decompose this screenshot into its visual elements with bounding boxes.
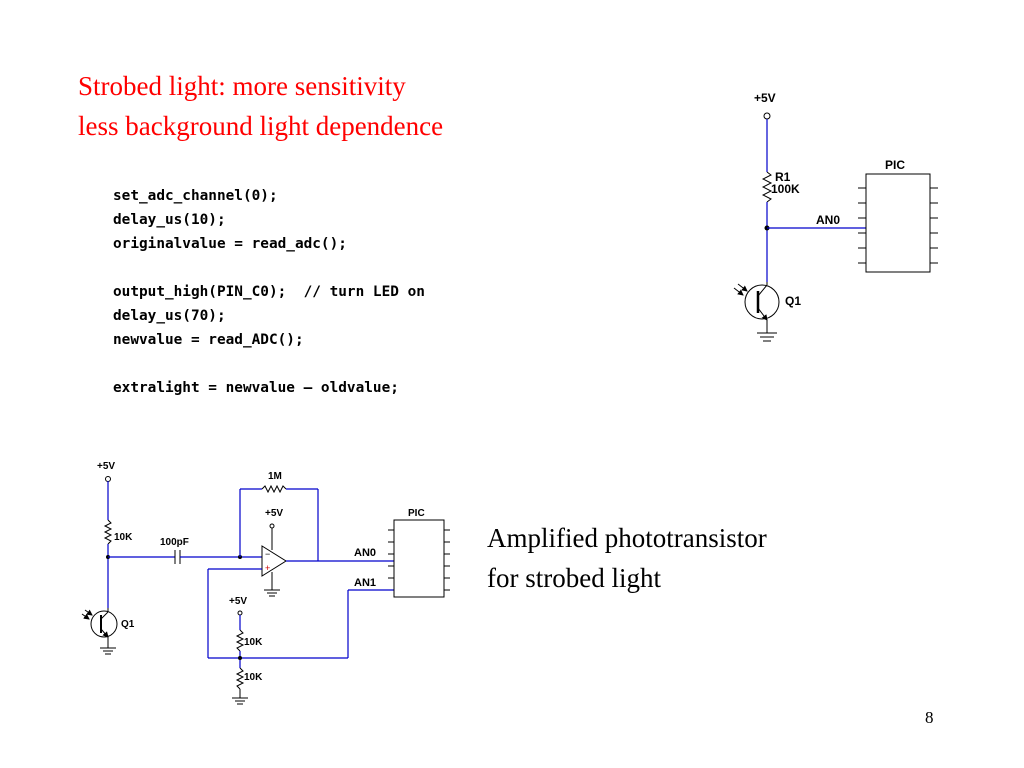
code-line: originalvalue = read_adc(); [113, 236, 347, 252]
opamp-supply-label: +5V [265, 508, 283, 519]
circuit-bottom: +5V 10K 100pF 1M − + +5V AN0 [81, 461, 450, 705]
net-label: AN0 [816, 213, 840, 227]
resistor-r1 [761, 171, 773, 203]
circuit-top: +5V R1 100K AN0 PIC Q1 [733, 91, 938, 342]
divider-r2-label: 10K [244, 672, 263, 683]
resistor-1m [261, 484, 287, 494]
feedback-label: 1M [268, 471, 282, 482]
resistor-label: 10K [114, 532, 133, 543]
junction [238, 656, 242, 660]
supply-label: +5V [97, 461, 115, 472]
resistor-divider-top [235, 629, 245, 652]
ground-icon [264, 589, 280, 597]
resistor-value: 100K [771, 182, 800, 196]
title-line-2: less background light dependence [78, 111, 444, 141]
divider-r1-label: 10K [244, 637, 263, 648]
net-label-an1: AN1 [354, 577, 376, 589]
chip-label: PIC [885, 158, 905, 172]
chip-label: PIC [408, 508, 425, 519]
pic-chip [393, 519, 445, 598]
title-line-1: Strobed light: more sensitivity [78, 71, 406, 101]
code-line: set_adc_channel(0); [113, 188, 278, 204]
ground-icon [757, 332, 777, 342]
pic-chip [865, 173, 931, 273]
page-number: 8 [925, 708, 934, 727]
supply-label: +5V [754, 91, 776, 105]
svg-text:+: + [265, 563, 270, 573]
code-line: extralight = newvalue – oldvalue; [113, 380, 399, 396]
transistor-label: Q1 [121, 619, 135, 630]
code-line: newvalue = read_ADC(); [113, 332, 304, 348]
resistor-divider-bottom [235, 667, 245, 690]
code-block: set_adc_channel(0); delay_us(10); origin… [113, 184, 425, 400]
ground-icon [100, 647, 116, 655]
code-line: delay_us(10); [113, 212, 226, 228]
supply-terminal [105, 476, 111, 482]
net-label-an0: AN0 [354, 547, 376, 559]
caption-line-2: for strobed light [487, 563, 661, 593]
slide-title: Strobed light: more sensitivity less bac… [78, 66, 443, 146]
divider-supply-label: +5V [229, 596, 247, 607]
code-line: output_high(PIN_C0); // turn LED on [113, 284, 425, 300]
code-line: delay_us(70); [113, 308, 226, 324]
svg-text:−: − [265, 549, 270, 559]
caption-line-1: Amplified phototransistor [487, 523, 767, 553]
transistor-label: Q1 [785, 294, 801, 308]
resistor-name: R1 [775, 170, 791, 184]
chip-pins [858, 187, 938, 264]
chip-pins [388, 529, 450, 591]
caption: Amplified phototransistor for strobed li… [487, 518, 767, 598]
capacitor-label: 100pF [160, 537, 189, 548]
opamp [261, 545, 287, 577]
ground-icon [232, 697, 248, 705]
resistor-10k [103, 519, 113, 545]
supply-terminal [763, 112, 771, 120]
